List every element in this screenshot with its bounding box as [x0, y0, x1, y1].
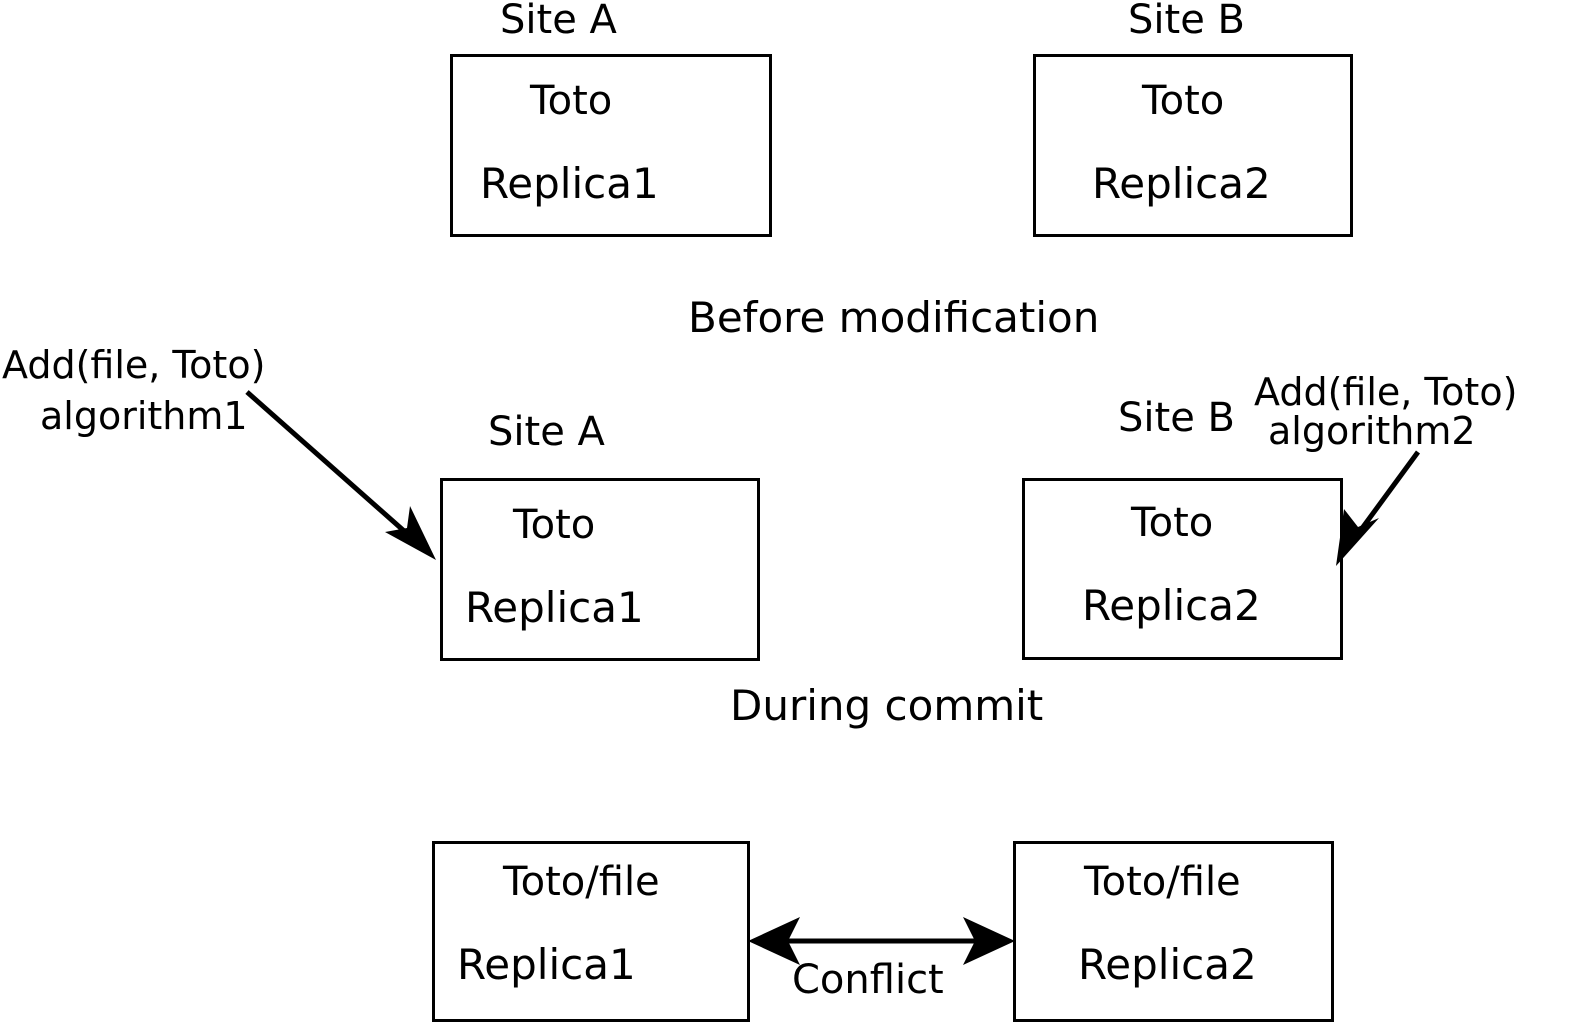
annotation-algorithm2-line2: algorithm2 [1268, 409, 1476, 453]
replica-box-a-during-line2: Replica1 [465, 583, 644, 632]
replica-box-b-after: Toto/file Replica2 [1013, 841, 1334, 1022]
replica-box-a-before-line1: Toto [530, 78, 613, 124]
replica-box-b-during-line1: Toto [1131, 500, 1214, 546]
replica-box-a-during-line1: Toto [513, 502, 596, 548]
replica-box-a-before: Toto Replica1 [450, 54, 772, 237]
replica-box-a-during: Toto Replica1 [440, 478, 760, 661]
caption-before-modification: Before modification [688, 293, 1100, 342]
replica-box-a-after: Toto/file Replica1 [432, 841, 750, 1022]
replica-box-a-after-line2: Replica1 [457, 940, 636, 989]
replica-box-b-before: Toto Replica2 [1033, 54, 1353, 237]
site-label-a-before: Site A [500, 0, 617, 43]
annotation-algorithm2-line1: Add(file, Toto) [1254, 370, 1518, 414]
arrow-algorithm2 [1336, 450, 1421, 566]
caption-during-commit: During commit [730, 681, 1044, 730]
replica-box-b-during: Toto Replica2 [1022, 478, 1343, 660]
annotation-algorithm1-line1: Add(file, Toto) [2, 343, 266, 387]
arrow-algorithm1 [245, 390, 436, 560]
replica-box-b-before-line2: Replica2 [1092, 159, 1271, 208]
replica-box-b-after-line2: Replica2 [1078, 940, 1257, 989]
site-label-b-before: Site B [1128, 0, 1245, 43]
replica-box-b-after-line1: Toto/file [1084, 859, 1241, 905]
replica-box-b-before-line1: Toto [1142, 78, 1225, 124]
annotation-algorithm1-line2: algorithm1 [40, 394, 248, 438]
replica-box-a-before-line2: Replica1 [480, 159, 659, 208]
conflict-label: Conflict [792, 957, 944, 1003]
replica-box-b-during-line2: Replica2 [1082, 581, 1261, 630]
site-label-b-during: Site B [1118, 395, 1235, 441]
replica-box-a-after-line1: Toto/file [503, 859, 660, 905]
site-label-a-during: Site A [488, 409, 605, 455]
